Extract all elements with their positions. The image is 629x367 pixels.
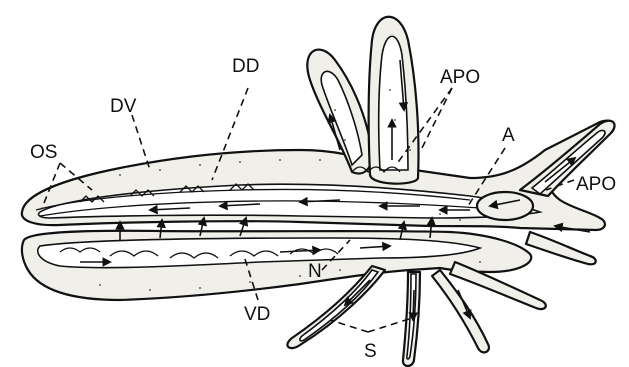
head-process [526,232,596,264]
label-n: N [308,261,322,282]
label-apo-right: APO [576,174,616,195]
label-a: A [502,125,515,146]
label-s: S [364,341,377,362]
label-vd: VD [244,304,270,325]
label-dv: DV [110,96,137,117]
label-dd: DD [232,56,259,77]
antenna-right [369,17,419,184]
aorta-bulb [477,192,533,220]
label-apo-top: APO [440,67,480,88]
label-os: OS [30,142,57,163]
